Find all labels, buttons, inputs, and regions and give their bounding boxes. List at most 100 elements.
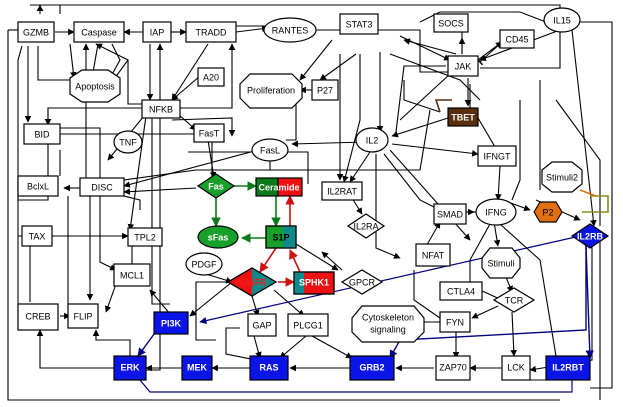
node-il2rat[interactable] [321, 181, 363, 201]
node-sphk1-border [293, 271, 335, 295]
node-creb-label: CREB [25, 311, 50, 321]
node-sfas[interactable] [197, 225, 239, 249]
node-stat3-label: STAT3 [346, 19, 373, 29]
node-s1p-accent [283, 226, 296, 248]
node-plcg1-label: PLCG1 [293, 320, 323, 330]
node-rantes[interactable] [263, 17, 317, 43]
node-nfkb-label: NFKB [149, 104, 173, 114]
node-il2-label: IL2 [366, 135, 379, 145]
node-ifngt-label: IFNGT [484, 151, 511, 161]
node-jak[interactable] [447, 55, 479, 77]
node-cytoskeleton-label-2: signaling [370, 324, 406, 334]
node-ras[interactable] [249, 355, 289, 381]
node-fast[interactable] [193, 123, 225, 143]
node-smad[interactable] [433, 203, 467, 225]
node-pdgf[interactable] [185, 252, 223, 276]
node-il2ra-label: IL2RA [353, 221, 378, 231]
node-ifng-label: IFNG [485, 207, 507, 217]
node-cd45-label: CD45 [505, 34, 528, 44]
node-gpcr[interactable] [340, 269, 384, 295]
node-apoptosis[interactable] [69, 69, 121, 103]
node-disc[interactable] [79, 177, 125, 197]
node-tax[interactable] [21, 225, 53, 247]
node-tcr[interactable] [492, 287, 536, 313]
node-ctla4[interactable] [439, 281, 483, 301]
node-gap[interactable] [247, 313, 277, 337]
node-creb[interactable] [17, 303, 59, 331]
node-mcl1[interactable] [113, 263, 151, 287]
node-cytoskeleton[interactable] [351, 305, 425, 343]
node-mcl1-label: MCL1 [120, 270, 144, 280]
node-pi3k[interactable] [153, 311, 189, 335]
node-smad-label: SMAD [437, 209, 464, 219]
node-tbet[interactable] [447, 107, 479, 127]
node-a20[interactable] [197, 67, 225, 87]
node-zap70[interactable] [435, 355, 471, 381]
node-grb2[interactable] [349, 355, 395, 381]
node-ifng[interactable] [475, 198, 517, 226]
node-il15[interactable] [543, 7, 581, 33]
node-bclxl[interactable] [17, 175, 59, 197]
node-mek[interactable] [181, 355, 213, 381]
node-iap[interactable] [142, 21, 172, 43]
node-ras-label: RAS [259, 362, 278, 372]
node-lck[interactable] [501, 355, 531, 381]
node-p2[interactable] [533, 201, 563, 223]
node-rantes-label: RANTES [272, 25, 309, 35]
node-ceramide-right[interactable] [277, 177, 303, 197]
node-il2ra[interactable] [346, 213, 386, 239]
node-pdgf-label: PDGF [191, 259, 217, 269]
node-tradd[interactable] [185, 21, 237, 43]
node-nfat[interactable] [415, 243, 451, 267]
node-tnf[interactable] [113, 130, 143, 154]
node-socs[interactable] [433, 13, 469, 33]
node-fas[interactable] [196, 173, 236, 199]
colored-edges [137, 99, 609, 393]
node-il2[interactable] [355, 127, 389, 153]
node-zap70-label: ZAP70 [439, 362, 467, 372]
nodes: GZMB Caspase IAP TRADD RANTES SOCS IL15 … [17, 7, 610, 381]
node-nfkb[interactable] [141, 99, 181, 119]
node-stimuli2-label: Stimuli2 [546, 172, 578, 182]
node-grb2-label: GRB2 [359, 362, 384, 372]
node-cd45[interactable] [499, 29, 535, 49]
node-bid-label: BID [34, 129, 50, 139]
node-ceramide-label: Ceramide [258, 182, 299, 192]
node-pdgfr-accent [252, 268, 276, 296]
node-sphk1-accent [294, 272, 304, 294]
node-tcr-label: TCR [505, 295, 524, 305]
node-erk[interactable] [113, 355, 147, 381]
node-fas-label: Fas [208, 181, 224, 191]
node-tpl2[interactable] [127, 227, 163, 247]
node-il2rb-label: IL2RB [577, 231, 604, 241]
node-pdgfr-label: PDGFR [235, 277, 267, 287]
node-proliferation[interactable] [239, 73, 303, 109]
node-proliferation-label: Proliferation [247, 85, 295, 95]
node-fyn-label: FYN [446, 317, 464, 327]
node-bid[interactable] [23, 123, 61, 145]
node-ifngt[interactable] [477, 145, 517, 167]
node-stimuli2[interactable] [541, 161, 583, 193]
node-plcg1[interactable] [287, 313, 329, 337]
node-caspase[interactable] [73, 21, 125, 43]
node-fasl-label: FasL [260, 145, 280, 155]
node-gzmb-label: GZMB [23, 27, 49, 37]
node-tradd-label: TRADD [196, 27, 227, 37]
node-tax-label: TAX [29, 231, 46, 241]
node-fyn[interactable] [439, 311, 471, 333]
node-stimuli[interactable] [481, 247, 521, 279]
node-bclxl-label: BclxL [27, 181, 49, 191]
node-gzmb[interactable] [17, 21, 55, 43]
node-il2rb[interactable] [570, 223, 610, 249]
node-fasl[interactable] [251, 138, 289, 162]
node-sfas-label: sFas [208, 232, 229, 242]
node-stat3[interactable] [339, 13, 379, 35]
node-p2-label: P2 [542, 207, 553, 217]
node-flip[interactable] [67, 303, 99, 329]
node-caspase-label: Caspase [81, 27, 117, 37]
node-apoptosis-label: Apoptosis [75, 81, 115, 91]
node-il2rbt[interactable] [545, 355, 591, 381]
node-p27[interactable] [311, 79, 339, 101]
